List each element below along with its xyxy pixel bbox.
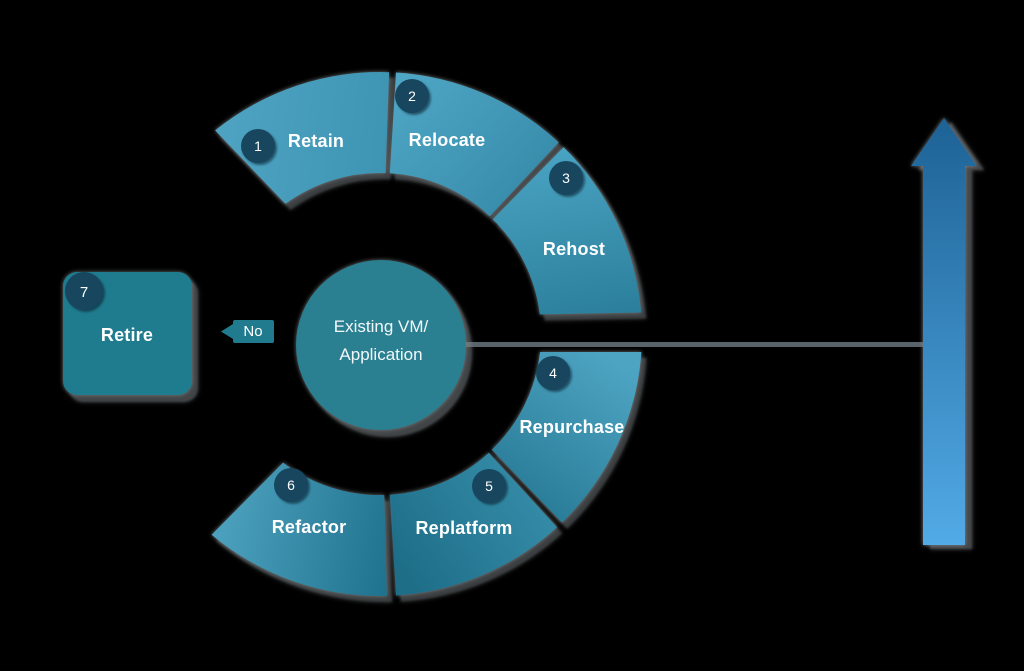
center-node-label-line2: Application <box>339 345 422 364</box>
center-node-circle <box>296 260 466 430</box>
segment-repurchase: 4 Repurchase <box>491 352 642 523</box>
segment-rehost-number: 3 <box>562 170 570 186</box>
segment-rehost-badge <box>549 161 583 195</box>
segment-retain-number: 1 <box>254 138 262 154</box>
segment-repurchase-badge <box>536 356 570 390</box>
segment-repurchase-number: 4 <box>549 365 557 381</box>
segment-replatform: 5 Replatform <box>389 452 557 596</box>
segment-repurchase-shape <box>491 352 642 523</box>
center-node-label-line1: Existing VM/ <box>334 317 429 336</box>
segment-replatform-number: 5 <box>485 478 493 494</box>
segment-replatform-label: Replatform <box>415 518 512 538</box>
segment-replatform-badge <box>472 469 506 503</box>
segment-refactor-number: 6 <box>287 477 295 493</box>
no-tag: No <box>221 320 274 343</box>
segment-rehost: 3 Rehost <box>492 147 642 315</box>
upward-arrow-icon <box>911 118 977 545</box>
segment-relocate-label: Relocate <box>409 130 486 150</box>
segment-retain: 1 Retain <box>215 72 390 204</box>
segment-repurchase-label: Repurchase <box>519 417 624 437</box>
retire-node-number: 7 <box>80 284 88 301</box>
segment-refactor-label: Refactor <box>272 517 347 537</box>
segment-rehost-label: Rehost <box>543 239 605 259</box>
segment-rehost-shape <box>492 147 642 315</box>
no-tag-box <box>233 320 274 343</box>
segment-refactor-badge <box>274 468 308 502</box>
segment-relocate-shape <box>389 72 559 217</box>
segment-retain-shape <box>215 72 390 204</box>
segment-refactor-shape <box>211 462 387 596</box>
retire-node-badge <box>65 272 103 310</box>
segment-relocate-badge <box>395 79 429 113</box>
segment-retain-badge <box>241 129 275 163</box>
retire-node-label: Retire <box>101 325 153 345</box>
no-tag-label: No <box>243 323 262 340</box>
segment-retain-label: Retain <box>288 131 344 151</box>
segment-refactor: 6 Refactor <box>211 462 387 596</box>
connector-line <box>460 342 923 347</box>
retire-node: 7 Retire <box>63 272 192 395</box>
segment-relocate: 2 Relocate <box>389 72 559 217</box>
no-tag-arrow-icon <box>221 324 233 339</box>
center-node: Existing VM/ Application <box>296 260 466 430</box>
segment-relocate-number: 2 <box>408 88 416 104</box>
segment-replatform-shape <box>389 452 557 596</box>
